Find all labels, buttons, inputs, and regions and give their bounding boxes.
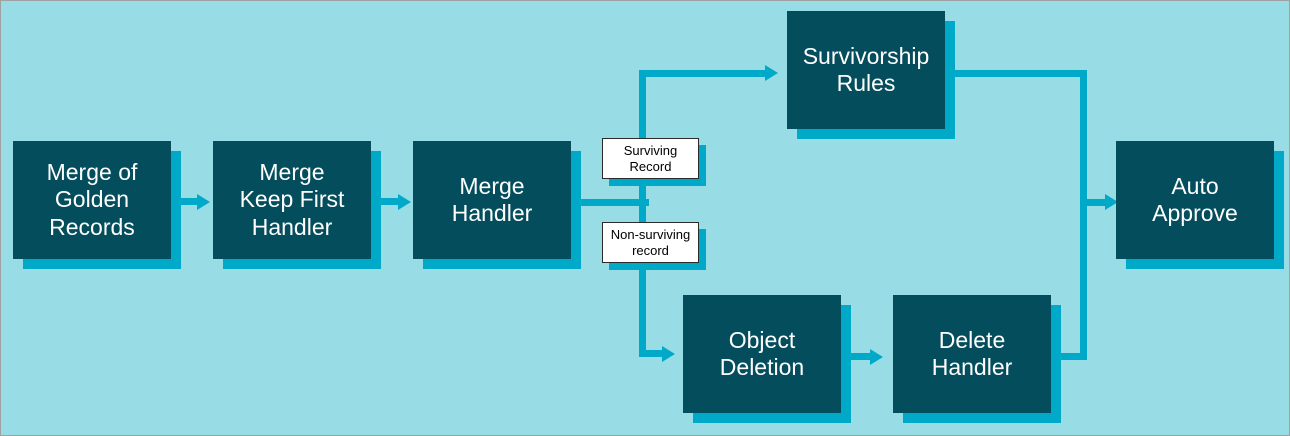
connector-objectdeletion-to-deletehandler-line <box>846 353 875 360</box>
connector-golden-to-keepfirst-line <box>173 198 202 205</box>
connector-nonsurviving-to-objectdeletion-arrow <box>662 346 675 362</box>
connector-survivorship-to-merge-line <box>945 70 1087 77</box>
node-delete-handler[interactable]: Delete Handler <box>893 295 1051 413</box>
node-auto-approve[interactable]: Auto Approve <box>1116 141 1274 259</box>
node-merge-of-golden-records[interactable]: Merge of Golden Records <box>13 141 171 259</box>
connector-objectdeletion-to-deletehandler-arrow <box>870 349 883 365</box>
node-object-deletion[interactable]: Object Deletion <box>683 295 841 413</box>
connector-golden-to-keepfirst-arrow <box>197 194 210 210</box>
label-non-surviving-record[interactable]: Non-surviving record <box>602 222 699 263</box>
label-surviving-record[interactable]: Surviving Record <box>602 138 699 179</box>
connector-nonsurviving-to-objectdeletion-line <box>639 350 667 357</box>
connector-merge-spine <box>1080 70 1087 360</box>
node-survivorship-rules[interactable]: Survivorship Rules <box>787 11 945 129</box>
connector-merge-to-autoapprove-arrow <box>1105 194 1118 210</box>
connector-deletehandler-to-merge-line <box>1058 353 1087 360</box>
connector-branch-spine-down <box>639 199 646 357</box>
node-merge-keep-first-handler[interactable]: Merge Keep First Handler <box>213 141 371 259</box>
connector-merge-to-autoapprove-line <box>1080 199 1112 206</box>
connector-keepfirst-to-mergehandler-arrow <box>398 194 411 210</box>
connector-surviving-to-survivorship-line <box>639 70 769 77</box>
connector-keepfirst-to-mergehandler-line <box>373 198 403 205</box>
connector-surviving-to-survivorship-arrow <box>765 65 778 81</box>
node-merge-handler[interactable]: Merge Handler <box>413 141 571 259</box>
connector-mergehandler-stem <box>573 199 649 206</box>
